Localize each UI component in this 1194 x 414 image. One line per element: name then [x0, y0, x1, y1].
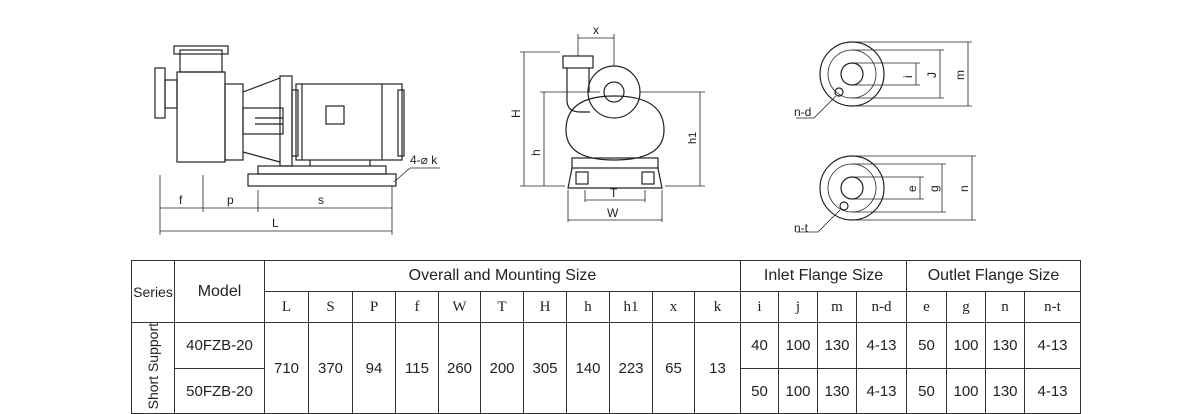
col-header-W: W: [438, 291, 481, 323]
col-header-f: f: [395, 291, 439, 323]
col-header-k: k: [694, 291, 741, 323]
col-header-g: g: [946, 291, 986, 323]
series-cell: Short Support: [131, 321, 175, 414]
model-cell: 50FZB-20: [174, 367, 265, 414]
value-n-d: 4-13: [856, 367, 907, 414]
pump-dimension-drawing: 4-⌀ k f p s L: [154, 23, 976, 235]
col-header-S: S: [308, 291, 353, 323]
inlet-m-label: m: [953, 70, 967, 80]
outlet-nt-label: n-t: [794, 221, 809, 235]
inlet-i-label: i: [901, 75, 915, 78]
value-g: 100: [946, 322, 986, 369]
value-P: 94: [352, 321, 396, 414]
col-header-e: e: [906, 291, 947, 323]
inlet-flange-labels: n-d i J m: [794, 70, 967, 119]
inlet-flange-view: [796, 41, 972, 119]
side-view-labels: 4-⌀ k f p s L: [179, 153, 438, 230]
value-n-t: 4-13: [1024, 367, 1081, 414]
col-header-H: H: [523, 291, 567, 323]
header-row-1: Series Model Overall and Mounting Size I…: [131, 260, 1081, 323]
col-header-h: h: [566, 291, 610, 323]
model-header: Model: [174, 260, 265, 323]
dim-s-label: s: [318, 193, 324, 207]
value-W: 260: [438, 321, 481, 414]
value-T: 200: [480, 321, 524, 414]
front-view-labels: x H h h1 T W: [509, 23, 699, 220]
value-e: 50: [906, 322, 947, 369]
dim-T-label: T: [610, 186, 618, 200]
dim-x-label: x: [593, 23, 599, 37]
col-header-L: L: [264, 291, 309, 323]
value-h1: 223: [609, 321, 653, 414]
dimension-table: Series Model Overall and Mounting Size I…: [131, 260, 1081, 414]
dim-p-label: p: [227, 193, 234, 207]
outlet-e-label: e: [905, 185, 919, 192]
col-header-n: n: [985, 291, 1025, 323]
value-j: 100: [778, 322, 818, 369]
value-x: 65: [652, 321, 695, 414]
dim-h-label: h: [529, 149, 543, 156]
side-view: [154, 45, 440, 235]
inlet-flange-header: Inlet Flange Size: [740, 260, 907, 292]
dim-f-label: f: [179, 193, 183, 207]
outlet-g-label: g: [927, 185, 941, 192]
dim-L-label: L: [272, 216, 279, 230]
model-cell: 40FZB-20: [174, 322, 265, 369]
overall-size-header: Overall and Mounting Size: [264, 260, 741, 292]
value-n: 130: [985, 322, 1025, 369]
value-i: 50: [740, 367, 779, 414]
bolt-holes-label: 4-⌀ k: [410, 153, 438, 167]
value-j: 100: [778, 367, 818, 414]
col-header-n-d: n-d: [856, 291, 907, 323]
value-H: 305: [523, 321, 567, 414]
series-name: Short Support: [144, 323, 161, 410]
col-header-j: j: [778, 291, 818, 323]
col-header-P: P: [352, 291, 396, 323]
value-m: 130: [817, 367, 857, 414]
series-header: Series: [131, 260, 175, 323]
col-header-i: i: [740, 291, 779, 323]
value-m: 130: [817, 322, 857, 369]
inlet-J-label: J: [925, 72, 939, 78]
dim-h1-label: h1: [687, 132, 699, 144]
value-i: 40: [740, 322, 779, 369]
outlet-flange-view: [796, 155, 976, 233]
dim-W-label: W: [607, 206, 619, 220]
value-n: 130: [985, 367, 1025, 414]
table-row: Short Support 40FZB-20 710 370 94 115 26…: [131, 321, 1081, 414]
outlet-flange-labels: n-t e g n: [794, 185, 971, 235]
col-header-x: x: [652, 291, 695, 323]
col-header-T: T: [480, 291, 524, 323]
value-h: 140: [566, 321, 610, 414]
col-header-m: m: [817, 291, 857, 323]
outlet-n-label: n: [957, 185, 971, 192]
value-S: 370: [308, 321, 353, 414]
col-header-n-t: n-t: [1024, 291, 1081, 323]
dim-H-label: H: [509, 109, 523, 118]
col-header-h1: h1: [609, 291, 653, 323]
value-f: 115: [395, 321, 439, 414]
value-n-d: 4-13: [856, 322, 907, 369]
value-n-t: 4-13: [1024, 322, 1081, 369]
header-row-2: L S P f W T H h h1 x k i j m n-d e g n n…: [132, 291, 1081, 323]
outlet-flange-header: Outlet Flange Size: [906, 260, 1081, 292]
inlet-nd-label: n-d: [794, 105, 811, 119]
value-k: 13: [694, 321, 741, 414]
value-e: 50: [906, 367, 947, 414]
value-g: 100: [946, 367, 986, 414]
value-L: 710: [264, 321, 309, 414]
front-view: [520, 34, 705, 222]
